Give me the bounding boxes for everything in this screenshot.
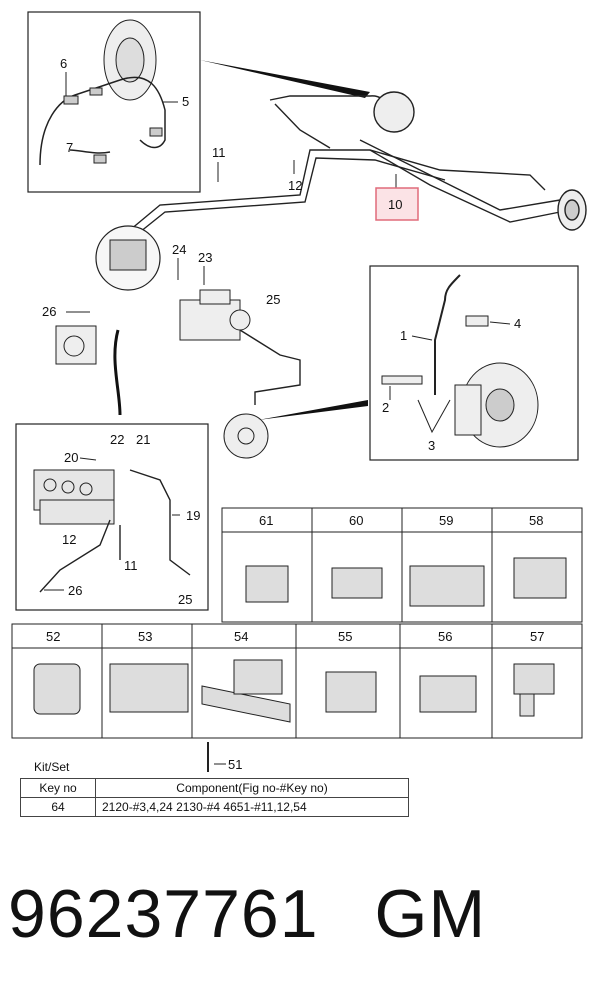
kit-table-header: Key no Component(Fig no-#Key no) xyxy=(20,778,409,798)
part-number: 96237761 xyxy=(8,876,319,952)
clip-label-59: 59 xyxy=(439,513,453,528)
callout-11b: 11 xyxy=(124,558,138,573)
clip-icons-row2 xyxy=(33,659,555,723)
valve-block xyxy=(33,469,115,525)
callout-22: 22 xyxy=(110,432,124,447)
callout-4: 4 xyxy=(514,316,521,331)
inset-front-disc xyxy=(369,265,579,461)
clip-grid-row2 xyxy=(11,623,583,739)
kit-header-component: Component(Fig no-#Key no) xyxy=(95,778,409,798)
clip-label-60: 60 xyxy=(349,513,363,528)
callout-11: 11 xyxy=(212,145,226,160)
kit-title: Kit/Set xyxy=(34,760,70,774)
kit-component: 2120-#3,4,24 2130-#4 4651-#11,12,54 xyxy=(95,797,409,817)
callout-7: 7 xyxy=(66,140,73,155)
highlight-part-10[interactable] xyxy=(375,187,419,221)
caliper-left xyxy=(55,325,97,365)
main-assembly xyxy=(129,91,587,233)
callout-3: 3 xyxy=(428,438,435,453)
master-cylinder xyxy=(179,289,251,341)
clip-label-56: 56 xyxy=(438,629,452,644)
kit-key-no: 64 xyxy=(20,797,96,817)
clip-label-61: 61 xyxy=(259,513,273,528)
front-disc-assembly xyxy=(381,274,539,448)
clip-label-54: 54 xyxy=(234,629,248,644)
callout-20: 20 xyxy=(64,450,78,465)
callout-25: 25 xyxy=(266,292,280,307)
clip-label-55: 55 xyxy=(338,629,352,644)
callout-23: 23 xyxy=(198,250,212,265)
callout-12: 12 xyxy=(288,178,302,193)
callout-2: 2 xyxy=(382,400,389,415)
kit-header-key-no: Key no xyxy=(20,778,96,798)
callout-51: 51 xyxy=(228,757,242,772)
table-row: 64 2120-#3,4,24 2130-#4 4651-#11,12,54 xyxy=(20,797,409,817)
callout-1: 1 xyxy=(400,328,407,343)
clip-label-53: 53 xyxy=(138,629,152,644)
callout-26: 26 xyxy=(42,304,56,319)
callout-12b: 12 xyxy=(62,532,76,547)
callout-21: 21 xyxy=(136,432,150,447)
brand-name: GM xyxy=(374,876,487,952)
valve-detail-circle xyxy=(95,225,161,416)
clip-grid-row1 xyxy=(221,507,583,623)
clip-icons-row1 xyxy=(245,557,567,607)
callout-19: 19 xyxy=(186,508,200,523)
clip-label-58: 58 xyxy=(529,513,543,528)
caliper-front xyxy=(223,413,269,459)
callout-26b: 26 xyxy=(68,583,82,598)
clip-label-52: 52 xyxy=(46,629,60,644)
kit-table: Key no Component(Fig no-#Key no) 64 2120… xyxy=(20,778,409,817)
clip-label-57: 57 xyxy=(530,629,544,644)
callout-5: 5 xyxy=(182,94,189,109)
callout-6: 6 xyxy=(60,56,67,71)
inset-rear-drum xyxy=(27,11,201,193)
inset-valve-detail xyxy=(15,423,209,611)
callout-10: 10 xyxy=(388,197,402,212)
callout-24: 24 xyxy=(172,242,186,257)
callout-25b: 25 xyxy=(178,592,192,607)
